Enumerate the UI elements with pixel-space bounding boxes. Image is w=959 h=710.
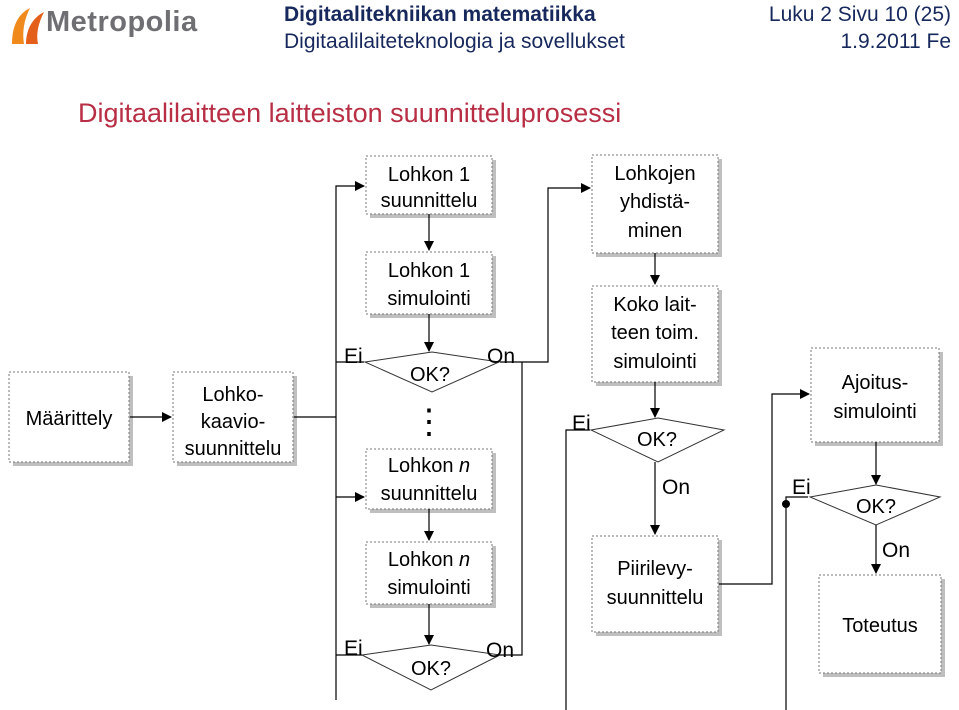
yes-label-3: On xyxy=(662,476,690,499)
blockn-sim-box: Lohkon n simulointi xyxy=(365,541,496,608)
blockn-sim-line1: Lohkon n xyxy=(388,549,470,571)
combine-line2: yhdistä- xyxy=(620,191,690,213)
block-diagram-line2: kaavio- xyxy=(201,411,265,433)
ok-decision-2: OK? xyxy=(360,644,502,691)
pcb-box: Piirilevy- suunnittelu xyxy=(591,535,722,636)
slide-title: Digitaalilaitteen laitteiston suunnittel… xyxy=(78,98,622,128)
line-no-3 xyxy=(565,429,590,710)
blockn-design-line2: suunnittelu xyxy=(381,483,478,505)
define-box: Määrittely xyxy=(8,371,133,466)
block1-design-line2: suunnittelu xyxy=(381,190,478,212)
block-diagram-line1: Lohko- xyxy=(202,384,263,406)
page-info: Luku 2 Sivu 10 (25) xyxy=(768,3,951,26)
define-label: Määrittely xyxy=(26,408,113,430)
ok-decision-4: OK? xyxy=(808,484,942,526)
combine-line1: Lohkojen xyxy=(614,163,695,185)
yes-label-1: On xyxy=(487,345,515,368)
junction-dot-no-4 xyxy=(782,500,790,508)
course-title: Digitaalitekniikan matematiikka xyxy=(284,3,596,26)
blockn-design-line1: Lohkon n xyxy=(388,455,470,477)
arrow-to-combine xyxy=(522,183,591,363)
ok-label-1: OK? xyxy=(410,364,450,386)
timing-sim-line1: Ajoitus- xyxy=(842,372,909,394)
full-sim-box: Koko lait- teen toim. simulointi xyxy=(591,285,722,386)
block-diagram-box: Lohko- kaavio- suunnittelu xyxy=(172,371,297,466)
full-sim-line3: simulointi xyxy=(613,351,696,373)
no-label-2: Ei xyxy=(344,637,363,660)
no-label-4: Ei xyxy=(792,476,811,499)
implementation-box: Toteutus xyxy=(818,574,945,677)
no-label-3: Ei xyxy=(572,412,591,435)
block1-sim-line1: Lohkon 1 xyxy=(388,260,470,282)
full-sim-line1: Koko lait- xyxy=(613,294,696,316)
ok-label-3: OK? xyxy=(637,429,677,451)
ok-decision-1: OK? xyxy=(363,351,501,393)
yes-label-2: On xyxy=(486,639,514,662)
timing-sim-box: Ajoitus- simulointi xyxy=(810,347,943,446)
metropolia-logo-icon xyxy=(12,8,44,44)
pcb-line2: suunnittelu xyxy=(607,587,704,609)
arrow-bus-to-block1-design xyxy=(335,181,365,700)
block1-design-line1: Lohkon 1 xyxy=(388,164,470,186)
line-yes-2 xyxy=(500,362,523,656)
block-diagram-line3: suunnittelu xyxy=(185,438,282,460)
line-no-4 xyxy=(785,496,808,710)
combine-line3: minen xyxy=(628,220,682,242)
full-sim-line2: teen toim. xyxy=(611,322,699,344)
combine-box: Lohkojen yhdistä- minen xyxy=(591,154,722,257)
logo-wordmark: Metropolia xyxy=(46,6,198,38)
ok-decision-3: OK? xyxy=(589,417,726,463)
blockn-sim-line2: simulointi xyxy=(387,577,470,599)
blockn-design-box: Lohkon n suunnittelu xyxy=(365,448,496,513)
flow-connectors xyxy=(130,181,881,710)
ok-label-2: OK? xyxy=(411,658,451,680)
ellipsis-between-blocks: ⋮ xyxy=(412,403,446,441)
timing-sim-line2: simulointi xyxy=(833,401,916,423)
pcb-line1: Piirilevy- xyxy=(617,558,693,580)
block1-design-box: Lohkon 1 suunnittelu xyxy=(365,155,496,218)
block1-sim-line2: simulointi xyxy=(387,288,470,310)
date-author: 1.9.2011 Fe xyxy=(840,30,951,53)
implementation-label: Toteutus xyxy=(842,615,918,637)
block1-sim-box: Lohkon 1 simulointi xyxy=(365,251,496,318)
no-label-1: Ei xyxy=(344,345,363,368)
course-subtitle: Digitaalilaiteteknologia ja sovellukset xyxy=(284,30,625,53)
ok-label-4: OK? xyxy=(856,496,896,518)
yes-label-4: On xyxy=(882,539,910,562)
arrow-pcb-to-timing-sim xyxy=(719,389,810,585)
